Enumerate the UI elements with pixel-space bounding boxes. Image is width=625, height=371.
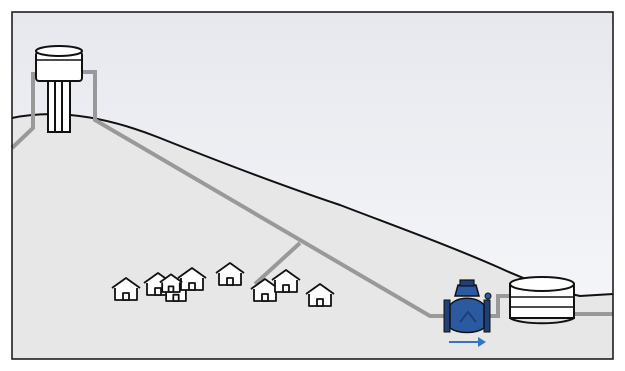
houses-group <box>111 262 335 307</box>
main-pipe <box>82 70 445 318</box>
house-door <box>167 285 175 293</box>
house-door <box>316 298 324 307</box>
house-door <box>188 282 196 291</box>
valve-outlet-pipe <box>490 294 510 318</box>
reservoir-tank-icon <box>509 276 575 325</box>
house-icon <box>111 277 141 301</box>
inlet-pipe <box>10 72 35 150</box>
house-door <box>172 293 180 302</box>
hill-outline <box>11 113 614 298</box>
water-tower-icon <box>35 45 83 133</box>
house-icon <box>177 267 207 291</box>
hill-ground <box>12 114 613 359</box>
house-door <box>261 293 269 302</box>
diagram-border <box>11 11 614 360</box>
pipeline <box>10 70 613 318</box>
house-door <box>122 292 130 301</box>
branch-pipe <box>253 241 302 286</box>
house-door <box>282 284 290 293</box>
house-door <box>226 277 234 286</box>
flow-direction-arrow-icon <box>449 337 486 347</box>
house-door <box>154 287 162 296</box>
pressure-reducing-valve-icon <box>443 279 492 334</box>
